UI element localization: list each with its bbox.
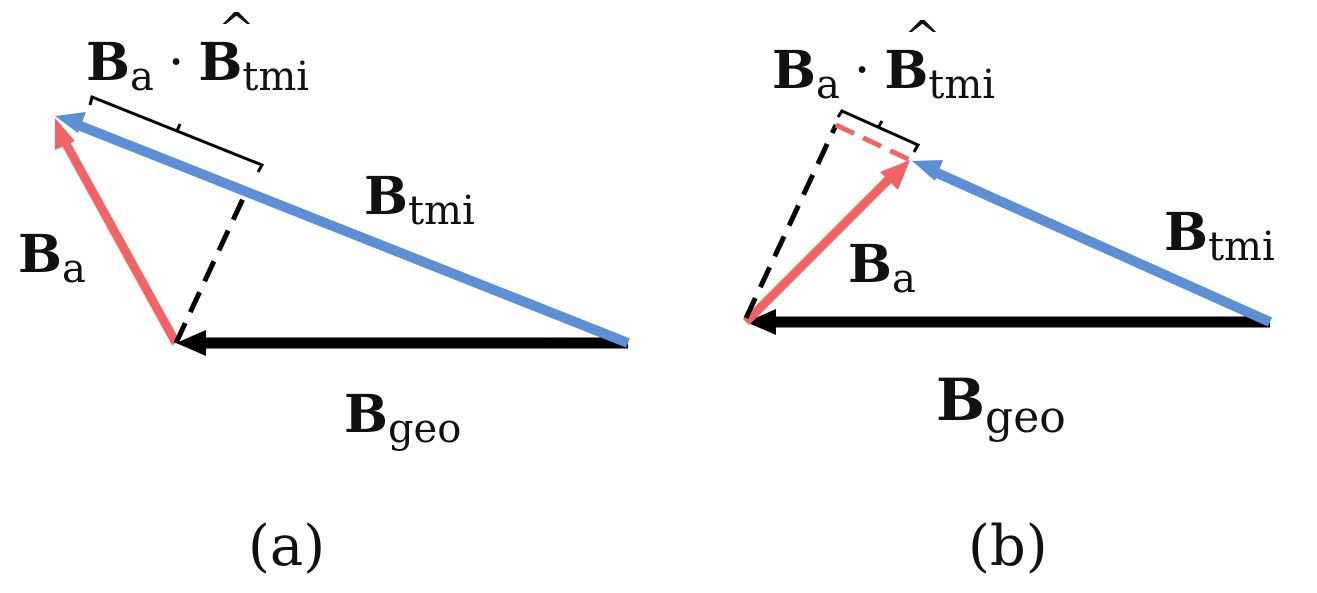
panel-b-btmi-arrowhead bbox=[912, 160, 943, 181]
panel-a-hat-icon: ^ bbox=[218, 4, 255, 55]
panel-b-caption: (b) bbox=[968, 514, 1048, 579]
panel-b-ba-arrowhead bbox=[880, 160, 910, 190]
panel-b-bracket bbox=[836, 109, 921, 153]
panel-b-projection-dash bbox=[743, 123, 839, 320]
panel-a-bracket bbox=[88, 94, 265, 173]
panel-a-caption: (a) bbox=[248, 514, 325, 579]
panel-a-bgeo-label: Bgeo bbox=[344, 384, 461, 452]
panel-b-projection-label: Ba·Btmi bbox=[772, 40, 995, 108]
panel-a-ba-arrow bbox=[60, 137, 180, 346]
panel-a-ba-arrowhead bbox=[55, 118, 75, 150]
panel-b-hat-icon: ^ bbox=[904, 12, 941, 63]
panel-b-ba-arrow bbox=[742, 174, 894, 326]
panel-b-ba-label: Ba bbox=[848, 234, 916, 302]
panel-a-ba-label: Ba bbox=[18, 224, 86, 292]
panel-b-btmi-label: Btmi bbox=[1164, 202, 1275, 270]
panel-a-btmi-arrowhead bbox=[55, 112, 86, 133]
panel-b: Ba·Btmi ^ Btmi Ba Bgeo (b) bbox=[742, 12, 1275, 579]
panel-a-projection-dash bbox=[173, 188, 250, 345]
panel-a-bgeo-arrowhead bbox=[176, 330, 206, 356]
panel-b-btmi-arrow bbox=[932, 167, 1273, 327]
panel-a: Ba·Btmi ^ Btmi Ba Bgeo (a) bbox=[18, 4, 630, 579]
panel-a-btmi-arrow bbox=[76, 120, 630, 348]
panel-a-btmi-label: Btmi bbox=[364, 166, 475, 234]
panel-b-bgeo-arrowhead bbox=[746, 309, 776, 335]
panel-b-red-dash bbox=[834, 122, 912, 163]
panel-b-bgeo-label: Bgeo bbox=[936, 366, 1066, 443]
panel-a-projection-label: Ba·Btmi bbox=[86, 32, 309, 100]
